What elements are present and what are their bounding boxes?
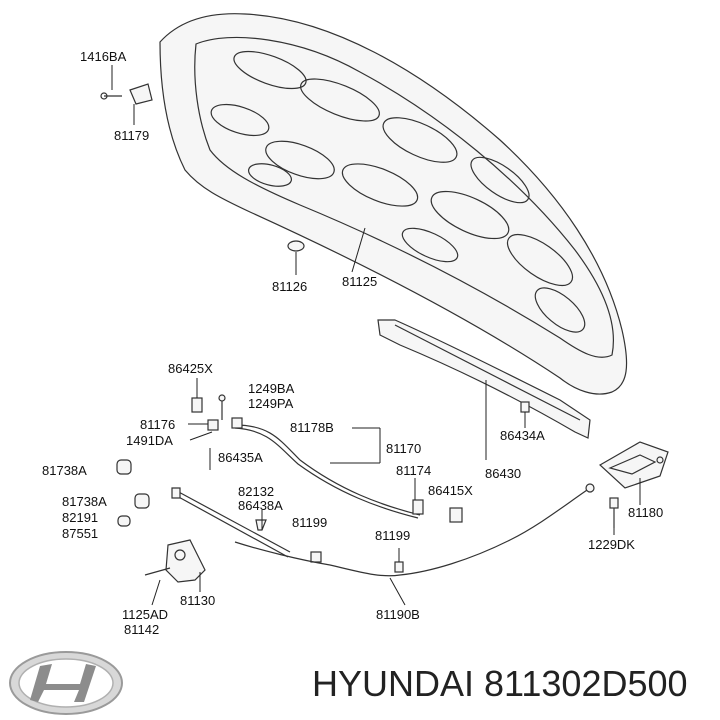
- latch-81130: [144, 539, 206, 606]
- label-86434A: 86434A: [500, 428, 545, 443]
- label-82191: 82191: [62, 510, 98, 525]
- label-86425X: 86425X: [168, 361, 213, 376]
- label-81179: 81179: [114, 128, 149, 143]
- part-caption: HYUNDAI 811302D500: [312, 663, 688, 704]
- label-81130: 81130: [180, 593, 215, 608]
- label-81199-2: 81199: [375, 528, 410, 543]
- hood-lock-81180: [449, 441, 669, 535]
- release-cable-81170: [209, 424, 424, 519]
- label-87551: 87551: [62, 526, 98, 541]
- label-1416BA: 1416BA: [80, 49, 127, 64]
- label-1125AD: 1125AD: [122, 607, 168, 622]
- hood-rod-82132: [171, 487, 322, 563]
- label-81125: 81125: [342, 274, 377, 289]
- release-cable-81190B: [234, 483, 595, 606]
- label-81738A-1: 81738A: [42, 463, 87, 478]
- label-81199-1: 81199: [292, 515, 327, 530]
- stopper-81126: [287, 240, 305, 275]
- hood-panel: [159, 13, 628, 395]
- label-1249BA: 1249BA: [248, 381, 295, 396]
- label-1229DK: 1229DK: [588, 537, 635, 552]
- label-81190B: 81190B: [376, 607, 420, 622]
- hyundai-logo: [9, 651, 123, 715]
- label-86435A: 86435A: [218, 450, 263, 465]
- label-81126: 81126: [272, 279, 307, 294]
- label-81174: 81174: [396, 463, 431, 478]
- label-82132: 82132: [238, 484, 274, 499]
- label-81142: 81142: [124, 622, 159, 637]
- label-86415X: 86415X: [428, 483, 473, 498]
- label-1249PA: 1249PA: [248, 396, 294, 411]
- fasteners-left: [116, 378, 243, 527]
- label-81170: 81170: [386, 441, 421, 456]
- label-1491DA: 1491DA: [126, 433, 173, 448]
- label-86430: 86430: [485, 466, 521, 481]
- label-86438A: 86438A: [238, 498, 283, 513]
- weatherstrip-86430: [377, 319, 591, 460]
- label-81176: 81176: [140, 417, 175, 432]
- label-81178B: 81178B: [290, 420, 334, 435]
- label-81180: 81180: [628, 505, 663, 520]
- label-81738A-2: 81738A: [62, 494, 107, 509]
- hinge-81179: [100, 65, 153, 125]
